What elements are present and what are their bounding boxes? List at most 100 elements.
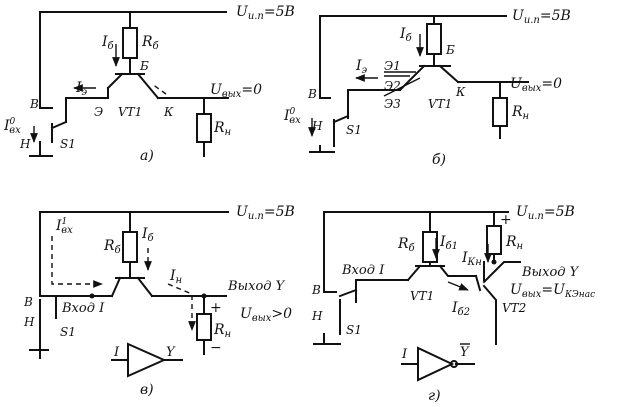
supply-val-d: =5В [544,204,575,220]
ib-label-c: I [141,226,148,242]
caption-d: г) [428,388,441,404]
svg-text:Rн: Rн [213,322,231,340]
S1-label-b: S1 [346,123,362,137]
H-label-a: Н [19,137,31,151]
svg-text:Uвых=0: Uвых=0 [510,76,562,94]
supply-label-d: U [516,204,529,220]
panel-c-wires [29,211,229,359]
S1-label-d: S1 [346,323,362,337]
supply-label-c: U [236,204,249,220]
caption-c: в) [140,382,154,398]
inverter-bubble-d [450,360,458,368]
B-label-b: В [307,87,317,101]
rb-resistor-b [426,23,442,55]
svg-text:Uвых=UКЭнас: Uвых=UКЭнас [510,282,595,300]
plus-label-c: + [210,300,222,316]
vt1-label-a: VT1 [118,105,142,119]
rn-resistor-c [196,313,212,341]
e2-label-b: Э2 [384,79,401,93]
svg-text:Rн: Rн [213,120,231,138]
panel-b: Uи.п=5В Iб Б Iэ Э1 Э2 Э3 VT1 К Uвых=0 В … [283,8,571,168]
ie-sub-a: э [82,87,88,98]
svg-text:Iб: Iб [101,34,115,52]
caption-a: а) [140,148,154,164]
svg-text:Iэ: Iэ [355,58,368,76]
rn-resistor-a [196,113,212,143]
ikn-sub-d: Кн [467,257,482,268]
rb-resistor-a [122,27,138,59]
uout-label-b: U [510,76,523,92]
rb-sub-c: б [115,245,122,256]
rb-resistor-c [122,231,138,263]
panel-a-wires [29,11,229,157]
supply-sub-d: и.п [528,211,544,222]
svg-text:Iб: Iб [399,26,413,44]
vt1-label-b: VT1 [428,97,452,111]
panel-d-wires [313,211,521,345]
svg-text:Uи.п=5В: Uи.п=5В [512,8,571,26]
ie-label-b: I [355,58,362,74]
output-label-c: Выход Y [227,279,286,294]
ie-sub-b: э [362,65,368,76]
ie-label-a: I [75,80,82,96]
S1-label-c: S1 [60,325,76,339]
iin-label-a: I [3,118,10,134]
supply-label-b: U [512,8,525,24]
minus-label-c: − [210,340,222,356]
rn-label-b: R [511,104,523,120]
ib1-sub-d: б1 [446,241,458,252]
uout-sub-c: вых [252,313,272,324]
svg-text:Uвых=0: Uвых=0 [210,82,262,100]
svg-text:Iб: Iб [141,226,155,244]
iin-sup-c: 1 [62,217,68,227]
in-sub-c: н [176,275,183,286]
H-label-d: Н [311,309,323,323]
sym-in-label-d: I [401,347,408,362]
H-label-b: Н [311,119,323,133]
iin-sub-b: вх [289,115,301,126]
rb-sub-d: б [409,243,416,254]
B-label-d: В [311,283,321,297]
svg-text:Rб: Rб [397,236,416,254]
inverter-symbol-d [401,346,475,382]
input-label-d: Вход I [341,263,385,278]
rn-sub-c: н [225,329,232,340]
collector-label-a: К [163,105,174,119]
svg-text:IКн: IКн [461,250,482,268]
supply-val-a: =5В [264,4,295,20]
vt1-label-d: VT1 [410,289,434,303]
supply-sub-a: и.п [248,11,264,22]
supply-val-c: =5В [264,204,295,220]
B-label-a: В [29,97,39,111]
output-label-d: Выход Y [521,265,580,280]
uout-sub-b: вых [522,83,542,94]
rb-sub-a: б [153,41,160,52]
supply-sub-c: и.п [248,211,264,222]
svg-text:Rб: Rб [103,238,122,256]
svg-text:Rб: Rб [141,34,160,52]
rn-label-a: R [213,120,225,136]
rn-resistor-d [486,225,502,255]
buffer-symbol-c [111,342,183,378]
iin-label-c: I [55,218,62,234]
rb-label-a: R [141,34,153,50]
svg-text:Uи.п=5В: Uи.п=5В [236,204,295,222]
sym-out-label-d: Y [460,345,470,360]
base-label-b: Б [445,43,455,57]
ib-sub-c: б [148,233,155,244]
uout-label-a: U [210,82,223,98]
svg-text:Iэ: Iэ [75,80,88,98]
ib-sub-a: б [108,41,115,52]
rb-label-d: R [397,236,409,252]
plus-label-d: + [500,212,512,228]
iin-sub-a: вх [9,125,21,136]
input-label-c: Вход I [61,301,105,316]
input-current-path-c [51,236,103,288]
uout-label-c: U [240,306,253,322]
uout-val-d: =U [541,282,566,298]
